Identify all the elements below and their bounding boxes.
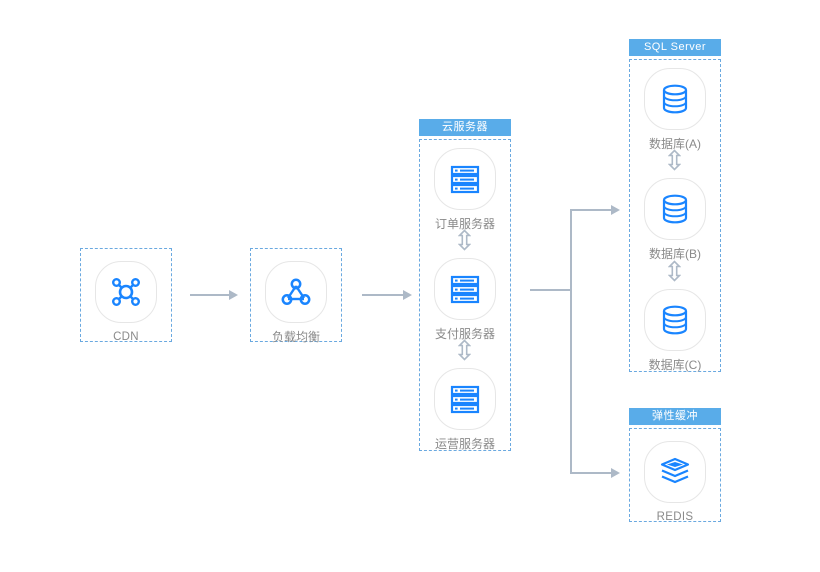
node-load-balancer[interactable]: 负载均衡	[253, 261, 339, 344]
database-cylinder-icon	[662, 194, 688, 224]
arrow-head-icon	[403, 290, 412, 300]
server-icon-frame	[434, 258, 496, 320]
connector-line	[190, 294, 231, 296]
sql-server-panel: SQL Server 数据库(A)	[629, 39, 721, 372]
load-balancer-icon	[281, 278, 311, 305]
node-label: 支付服务器	[434, 327, 495, 341]
cloud-server-panel-body	[419, 139, 511, 451]
connector-db-a-to-db-b	[667, 149, 682, 171]
node-label: 数据库(B)	[649, 247, 701, 261]
cloud-server-panel-title: 云服务器	[419, 119, 511, 136]
bidirectional-arrow-icon	[667, 149, 682, 171]
node-label: 数据库(C)	[648, 358, 702, 372]
branch-line-to-redis	[570, 472, 613, 474]
database-icon-frame	[644, 289, 706, 351]
cache-panel-title: 弹性缓冲	[629, 408, 721, 425]
connector-order-to-payment	[457, 229, 472, 251]
cdn-panel: CDN	[80, 248, 172, 344]
node-label: 运营服务器	[434, 437, 495, 451]
bidirectional-arrow-icon	[667, 260, 682, 282]
cdn-icon-frame	[95, 261, 157, 323]
node-redis[interactable]: REDIS	[632, 441, 718, 524]
database-icon-frame	[644, 68, 706, 130]
arrow-head-icon	[611, 205, 620, 215]
cdn-panel-body	[80, 248, 172, 342]
node-label: 数据库(A)	[649, 137, 701, 151]
redis-icon-frame	[644, 441, 706, 503]
connector-line	[362, 294, 405, 296]
server-rack-icon	[450, 385, 480, 414]
branch-trunk-line	[570, 209, 572, 474]
node-order-server[interactable]: 订单服务器	[422, 148, 508, 231]
database-cylinder-icon	[662, 84, 688, 114]
node-cdn[interactable]: CDN	[83, 261, 169, 344]
branch-stem-line	[530, 289, 572, 291]
node-database-c[interactable]: 数据库(C)	[632, 289, 718, 372]
database-cylinder-icon	[662, 305, 688, 335]
server-rack-icon	[450, 275, 480, 304]
node-payment-server[interactable]: 支付服务器	[422, 258, 508, 341]
bidirectional-arrow-icon	[457, 339, 472, 361]
connector-cdn-to-load-balancer	[190, 290, 240, 300]
server-rack-icon	[450, 165, 480, 194]
node-database-a[interactable]: 数据库(A)	[632, 68, 718, 151]
sql-server-panel-body	[629, 59, 721, 372]
load-balancer-panel-body	[250, 248, 342, 342]
node-label: REDIS	[656, 511, 694, 523]
node-label: 订单服务器	[434, 217, 495, 231]
connector-payment-to-operation	[457, 339, 472, 361]
cache-panel-body	[629, 428, 721, 522]
cache-panel: 弹性缓冲 REDIS	[629, 408, 721, 524]
cloud-server-panel: 云服务器 订单服务器	[419, 119, 511, 451]
node-label: CDN	[113, 331, 139, 343]
database-icon-frame	[644, 178, 706, 240]
branch-line-to-sql-server	[570, 209, 613, 211]
connector-load-balancer-to-cloud-server	[362, 290, 414, 300]
arrow-head-icon	[229, 290, 238, 300]
server-icon-frame	[434, 148, 496, 210]
cdn-network-icon	[111, 277, 141, 307]
node-operation-server[interactable]: 运营服务器	[422, 368, 508, 451]
load-balancer-icon-frame	[265, 261, 327, 323]
load-balancer-panel: 负载均衡	[250, 248, 342, 344]
sql-server-panel-title: SQL Server	[629, 39, 721, 56]
node-database-b[interactable]: 数据库(B)	[632, 178, 718, 261]
connector-cloud-server-branch	[530, 205, 622, 480]
connector-db-b-to-db-c	[667, 260, 682, 282]
redis-stack-icon	[660, 457, 690, 484]
node-label: 负载均衡	[271, 330, 320, 344]
server-icon-frame	[434, 368, 496, 430]
arrow-head-icon	[611, 468, 620, 478]
bidirectional-arrow-icon	[457, 229, 472, 251]
